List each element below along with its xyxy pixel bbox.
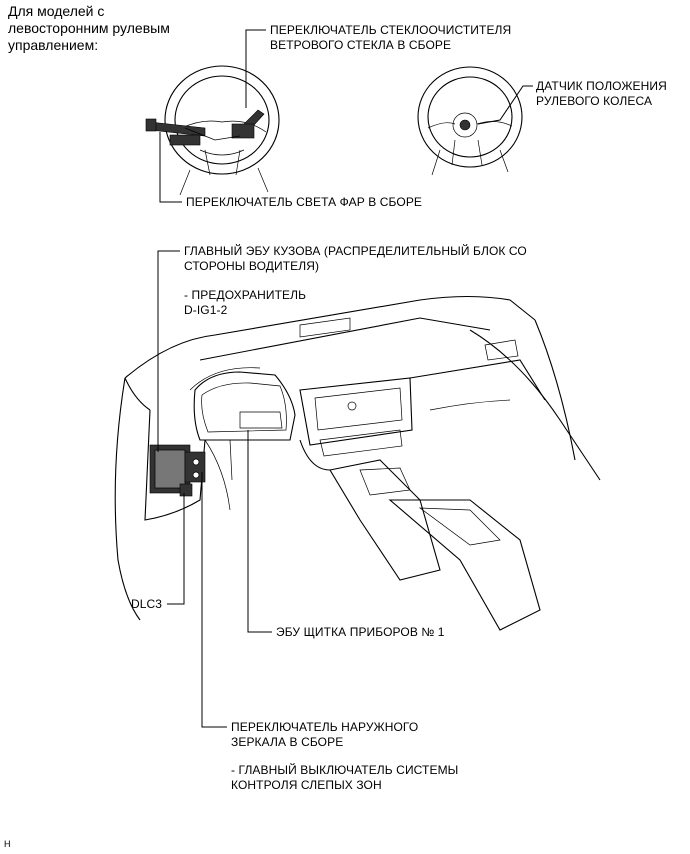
figure-code: H xyxy=(4,839,11,849)
label-blind-spot: - ГЛАВНЫЙ ВЫКЛЮЧАТЕЛЬ СИСТЕМЫ КОНТРОЛЯ С… xyxy=(231,763,459,792)
models-header: Для моделей с левосторонним рулевым упра… xyxy=(8,3,170,53)
label-headlight-switch: ПЕРЕКЛЮЧАТЕЛЬ СВЕТА ФАР В СБОРЕ xyxy=(186,195,423,209)
label-mirror-switch: ПЕРЕКЛЮЧАТЕЛЬ НАРУЖНОГО ЗЕРКАЛА В СБОРЕ xyxy=(231,720,419,749)
label-dlc3: DLC3 xyxy=(131,597,163,611)
label-fuse: - ПРЕДОХРАНИТЕЛЬ D-IG1-2 xyxy=(184,288,307,317)
steering-wheel-with-switches xyxy=(145,65,280,196)
label-wiper-switch: ПЕРЕКЛЮЧАТЕЛЬ СТЕКЛООЧИСТИТЕЛЯ ВЕТРОВОГО… xyxy=(270,23,512,52)
dashboard-illustration xyxy=(114,295,601,631)
label-steering-sensor: ДАТЧИК ПОЛОЖЕНИЯ РУЛЕВОГО КОЛЕСА xyxy=(536,79,667,108)
label-meter-ecu: ЭБУ ЩИТКА ПРИБОРОВ № 1 xyxy=(276,625,445,639)
label-body-ecu: ГЛАВНЫЙ ЭБУ КУЗОВА (РАСПРЕДЕЛИТЕЛЬНЫЙ БЛ… xyxy=(184,244,527,273)
steering-wheel-sensor xyxy=(417,66,523,176)
